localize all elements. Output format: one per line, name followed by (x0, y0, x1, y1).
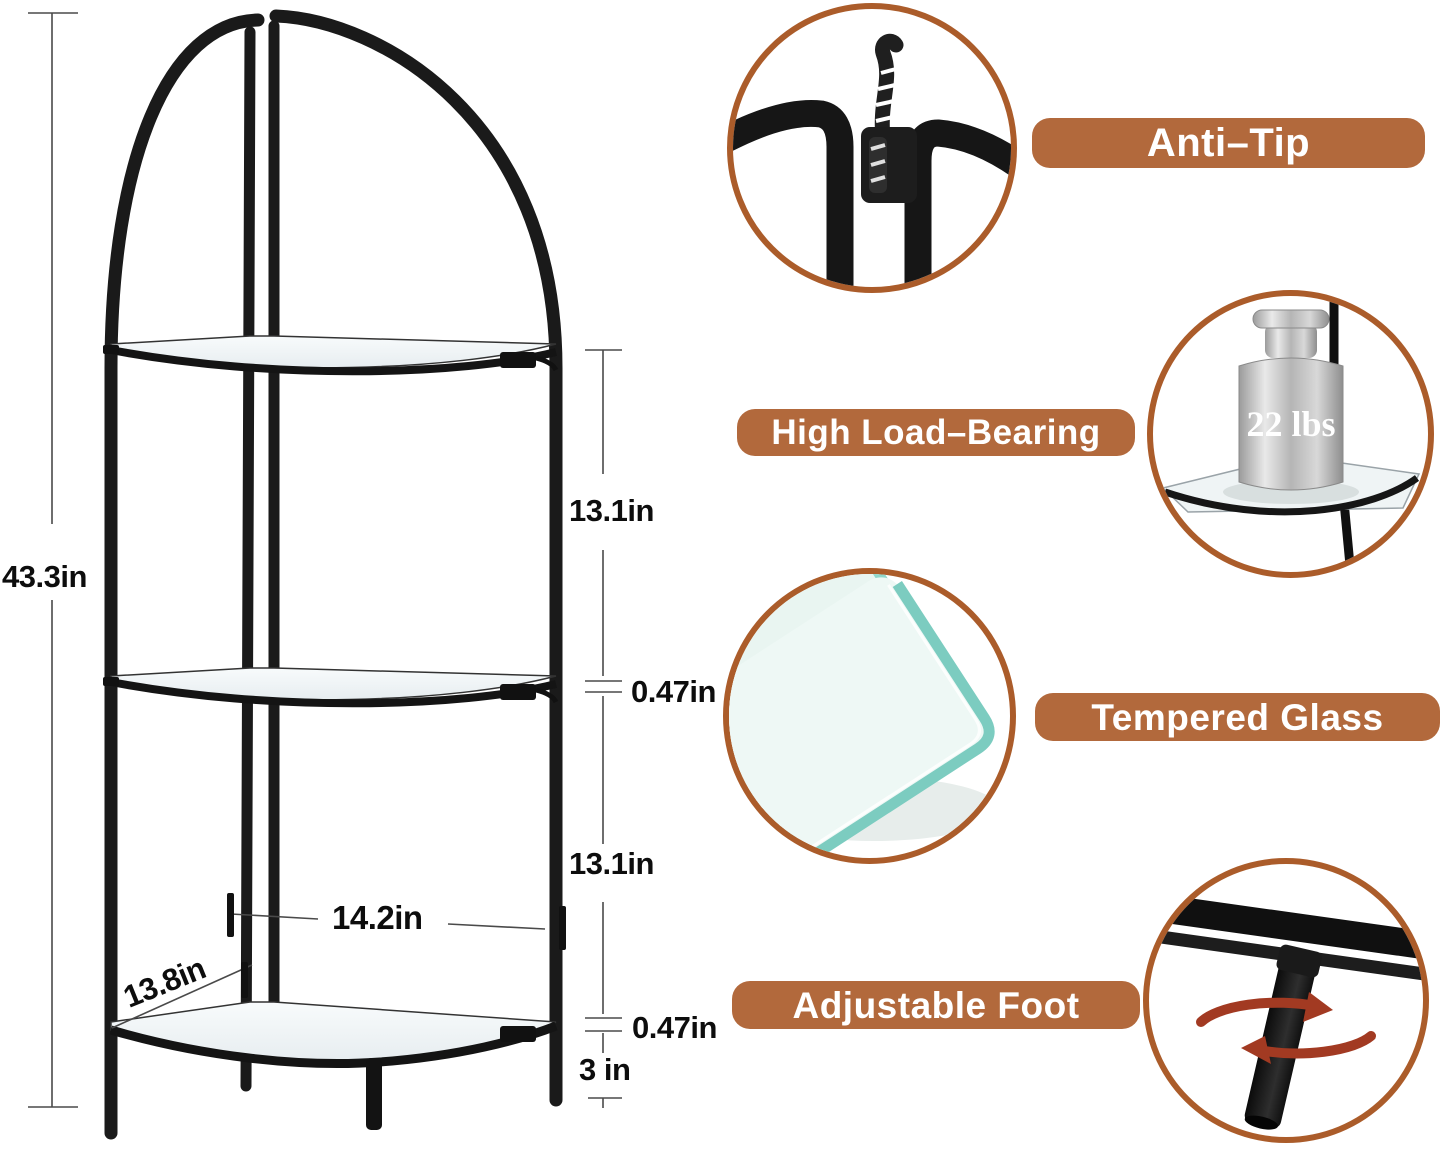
middle-shelf (103, 667, 559, 708)
glass-pane-front (729, 577, 995, 858)
dimension-tier-gap-bottom: 13.1in (567, 846, 656, 881)
shelf-frame (104, 9, 563, 1140)
corner-shelf-diagram (28, 9, 622, 1140)
weight-22lbs: 22 lbs (1223, 309, 1359, 504)
anti-tip-label: Anti–Tip (1032, 118, 1425, 168)
anti-tip-strap-icon (733, 33, 1011, 287)
dimension-foot-height: 3 in (577, 1052, 633, 1087)
anti-tip-strap (861, 33, 917, 203)
dimension-tier-gap-top: 13.1in (567, 493, 656, 528)
tempered-glass-label: Tempered Glass (1035, 693, 1440, 741)
adjustable-foot-label: Adjustable Foot (732, 981, 1140, 1029)
right-leg-arch (269, 9, 563, 1107)
rotation-arrows (1196, 997, 1376, 1059)
front-foot (366, 1058, 382, 1130)
dimension-tabs (227, 893, 566, 998)
adjustable-foot-detail-circle (1143, 858, 1429, 1143)
top-shelf (103, 335, 559, 376)
dimension-shelf-thickness-bottom: 0.47in (630, 1010, 719, 1045)
tempered-glass-detail-circle (723, 568, 1016, 864)
weight-badge: 22 lbs (1246, 404, 1335, 444)
dimension-total-height: 43.3in (0, 559, 89, 594)
back-pole-a (240, 26, 256, 1092)
tempered-glass-icon (729, 574, 999, 858)
bottom-shelf (109, 1001, 558, 1130)
dimension-shelf-thickness-mid: 0.47in (629, 674, 718, 709)
anti-tip-detail-circle (727, 3, 1017, 293)
rotation-arrowheads (1241, 992, 1333, 1064)
dimension-shelf-width: 14.2in (330, 899, 425, 936)
load-bearing-detail-circle: 22 lbs (1147, 290, 1434, 578)
weight-on-shelf-icon: 22 lbs (1161, 296, 1421, 572)
foot-cylinder (1244, 944, 1322, 1130)
high-load-bearing-label: High Load–Bearing (737, 409, 1135, 456)
left-leg-arch (104, 13, 265, 1140)
dimension-lines (28, 12, 622, 1108)
adjustable-foot-icon (1149, 889, 1423, 1130)
